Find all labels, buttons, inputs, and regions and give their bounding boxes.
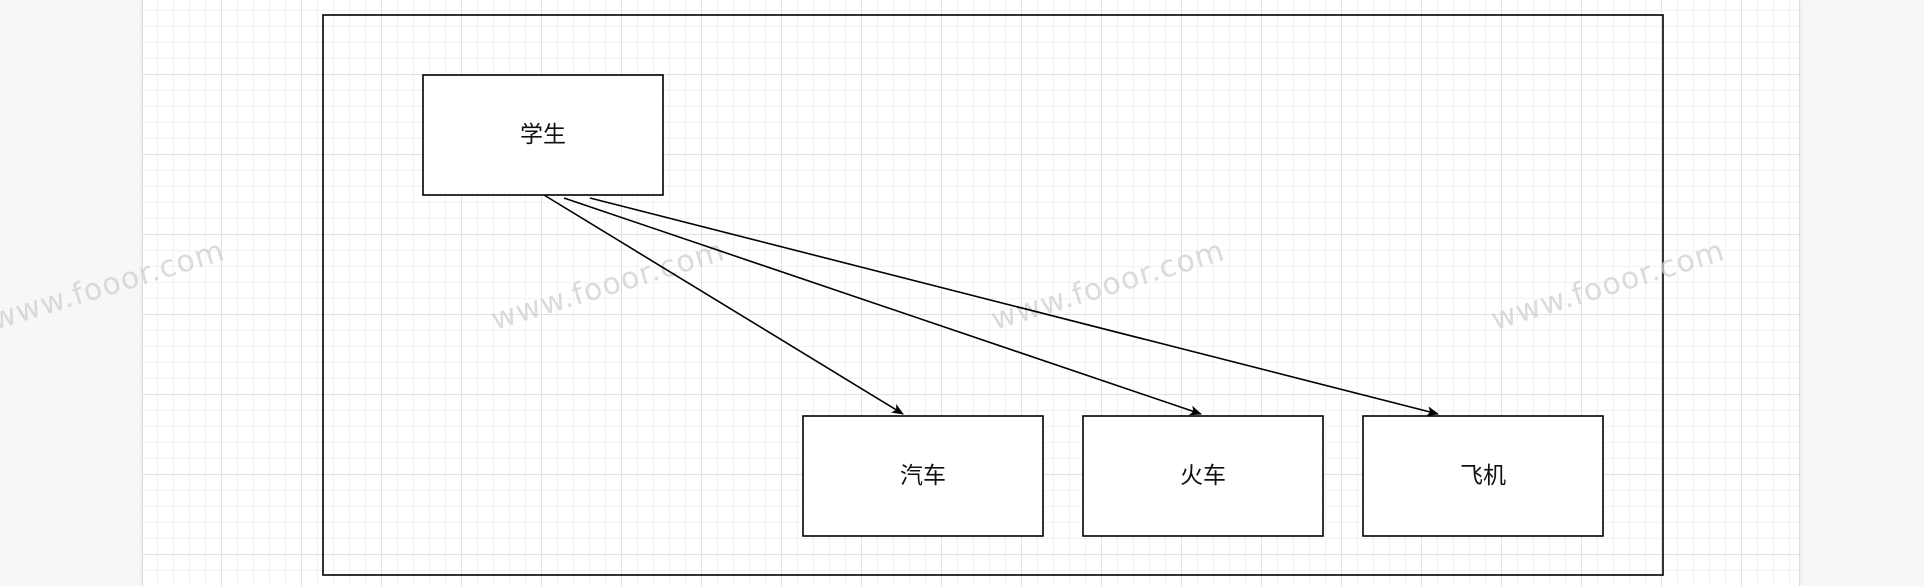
node-label: 飞机 bbox=[1460, 463, 1506, 489]
edge-student-plane[interactable] bbox=[589, 197, 1439, 417]
node-label: 学生 bbox=[520, 122, 566, 148]
node-box[interactable] bbox=[422, 74, 664, 196]
watermark-text: www.fooor.com bbox=[1487, 233, 1729, 337]
node-student[interactable]: 学生 bbox=[422, 74, 664, 196]
node-train[interactable]: 火车 bbox=[1082, 415, 1324, 537]
node-car[interactable]: 汽车 bbox=[802, 415, 1044, 537]
watermark-text: www.fooor.com bbox=[987, 233, 1229, 337]
watermark-layer: www.fooor.com www.fooor.com www.fooor.co… bbox=[0, 233, 1729, 337]
edge-student-train[interactable] bbox=[563, 197, 1202, 416]
node-box[interactable] bbox=[1082, 415, 1324, 537]
grid-canvas[interactable] bbox=[142, 0, 1800, 586]
container-frame[interactable] bbox=[322, 14, 1664, 576]
node-label: 汽车 bbox=[900, 463, 946, 489]
node-box[interactable] bbox=[802, 415, 1044, 537]
edges bbox=[543, 194, 1439, 417]
watermark-text: www.fooor.com bbox=[0, 233, 229, 337]
node-box[interactable] bbox=[1362, 415, 1604, 537]
edge-student-car[interactable] bbox=[543, 194, 904, 415]
node-plane[interactable]: 飞机 bbox=[1362, 415, 1604, 537]
node-label: 火车 bbox=[1180, 463, 1226, 489]
